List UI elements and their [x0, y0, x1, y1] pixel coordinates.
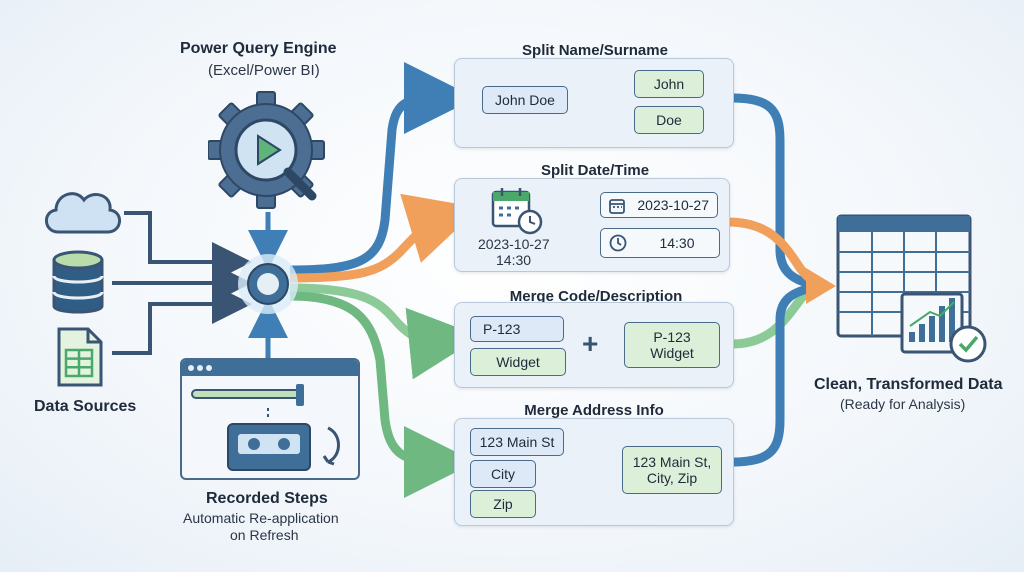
split-date-out-date: 2023-10-27 [600, 192, 718, 218]
output-title: Clean, Transformed Data [814, 376, 1003, 393]
connector-cloud-hub [124, 211, 252, 282]
split-name-title: Split Name/Surname [522, 42, 668, 59]
split-name-input: John Doe [482, 86, 568, 114]
connector-hub-merge-code [289, 283, 481, 380]
split-name-out-last: Doe [634, 106, 704, 134]
playback-tape-icon [191, 384, 340, 471]
merge-code-title: Merge Code/Description [509, 288, 683, 305]
database-icon [52, 250, 104, 314]
merge-code-output-line1: P-123 [653, 329, 691, 345]
clock-icon [609, 234, 627, 252]
engine-gear-icon [208, 91, 325, 209]
merge-address-in-street: 123 Main St [470, 428, 564, 456]
hub-node-icon [238, 254, 298, 314]
output-subtitle: (Ready for Analysis) [840, 396, 966, 412]
split-name-out-first: John [634, 70, 704, 98]
merge-address-in-zip: Zip [470, 490, 536, 518]
split-date-input-date: 2023-10-27 [478, 236, 550, 252]
engine-subtitle: (Excel/Power BI) [208, 62, 320, 79]
connector-hub-merge-address [289, 291, 476, 498]
merge-code-output-line2: Widget [650, 345, 694, 361]
merge-address-title: Merge Address Info [524, 402, 664, 419]
merge-address-output-line1: 123 Main St, [632, 454, 712, 470]
merge-address-output: 123 Main St, City, Zip [622, 446, 722, 494]
split-date-out-date-text: 2023-10-27 [637, 197, 709, 213]
merge-address-in-city: City [470, 460, 536, 488]
window-titlebar [182, 360, 358, 376]
output-arrowhead [806, 268, 836, 304]
spreadsheet-icon [57, 327, 103, 387]
recorded-steps-title: Recorded Steps [206, 490, 328, 507]
engine-title: Power Query Engine [180, 40, 337, 57]
cloud-icon [45, 192, 121, 234]
split-date-out-time: 14:30 [600, 228, 720, 258]
connector-hub-split-name [289, 62, 476, 275]
calendar-icon [609, 199, 625, 214]
recorded-steps-line2: on Refresh [230, 527, 299, 543]
connector-merge-address-output [731, 283, 813, 467]
connector-hub-split-date [289, 193, 480, 283]
recorded-steps-line1: Automatic Re-application [183, 510, 339, 526]
split-date-out-time-text: 14:30 [659, 235, 695, 251]
output-table-icon [836, 214, 987, 363]
split-date-title: Split Date/Time [540, 162, 650, 179]
calendar-clock-icon [491, 188, 543, 235]
merge-code-output: P-123 Widget [624, 322, 720, 368]
plus-icon: + [582, 328, 599, 359]
merge-address-output-line2: City, Zip [646, 470, 698, 486]
merge-code-in-desc: Widget [470, 348, 566, 376]
split-date-input-time: 14:30 [496, 252, 532, 268]
data-sources-label: Data Sources [34, 398, 137, 415]
connector-sheet-hub [112, 284, 252, 355]
connector-split-name-output [731, 93, 814, 289]
merge-code-in-code: P-123 [470, 316, 564, 342]
